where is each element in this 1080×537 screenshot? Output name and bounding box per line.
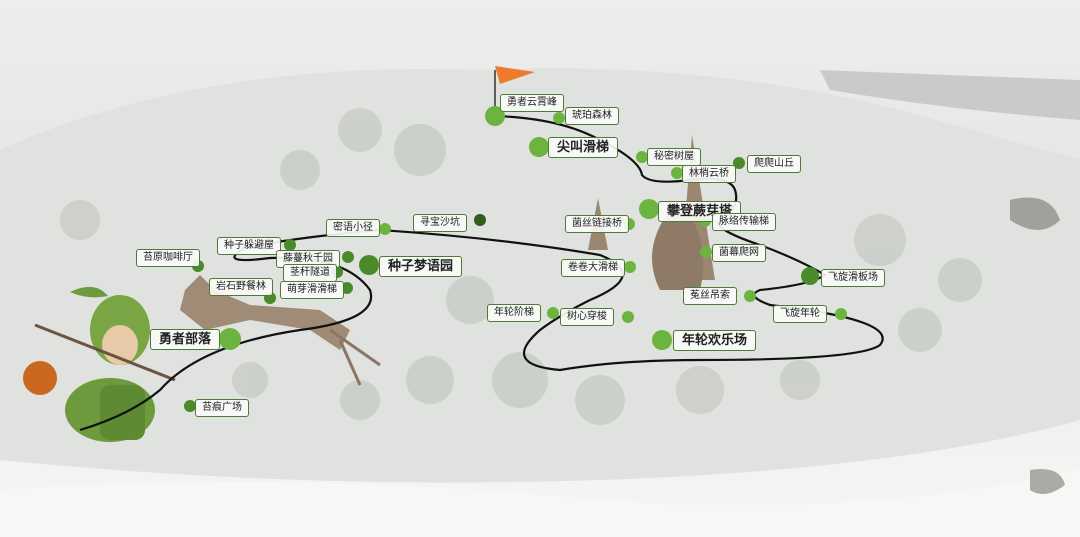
label-zhongzi-mengyuyuan[interactable]: 种子梦语园 <box>379 256 463 277</box>
marker-dot[interactable] <box>553 112 565 124</box>
marker-dot[interactable] <box>624 261 636 273</box>
label-yongzhe-buluo[interactable]: 勇者部落 <box>150 329 221 350</box>
label-juanjuan-dahuati[interactable]: 卷卷大滑梯 <box>561 259 625 277</box>
marker-dot[interactable] <box>284 239 296 251</box>
label-jianjiao-huati[interactable]: 尖叫滑梯 <box>548 137 619 158</box>
marker-dot[interactable] <box>801 267 819 285</box>
label-miyu-xiaojing[interactable]: 密语小径 <box>326 219 380 237</box>
marker-dot[interactable] <box>652 330 672 350</box>
marker-dot[interactable] <box>379 223 391 235</box>
marker-dot[interactable] <box>733 157 745 169</box>
marker-dot[interactable] <box>700 246 712 258</box>
marker-dot[interactable] <box>342 251 354 263</box>
marker-dot[interactable] <box>529 137 549 157</box>
label-nianlun-huanlechang[interactable]: 年轮欢乐场 <box>673 330 757 351</box>
label-hupo-senlin[interactable]: 琥珀森林 <box>565 107 619 125</box>
marker-dot[interactable] <box>744 290 756 302</box>
label-feixuan-huabanchang[interactable]: 飞旋滑板场 <box>821 269 885 287</box>
mascot-illustration <box>23 286 176 442</box>
label-xunbao-shakeng[interactable]: 寻宝沙坑 <box>413 214 467 232</box>
marker-dot[interactable] <box>622 311 634 323</box>
label-jinggan-suidao[interactable]: 茎秆隧道 <box>283 264 337 282</box>
marker-dot[interactable] <box>639 199 659 219</box>
label-junmu-pawang[interactable]: 菌幕爬网 <box>712 244 766 262</box>
label-papa-shanqiu[interactable]: 爬爬山丘 <box>747 155 801 173</box>
marker-dot[interactable] <box>671 167 683 179</box>
label-zhongzi-duobiwu[interactable]: 种子躲避屋 <box>217 237 281 255</box>
marker-dot[interactable] <box>835 308 847 320</box>
marker-dot[interactable] <box>219 328 241 350</box>
label-mailuo-chuanshuti[interactable]: 脉络传输梯 <box>712 213 776 231</box>
label-taiyuan-kafeiting[interactable]: 苔原咖啡厅 <box>136 249 200 267</box>
label-linshao-yunqiao[interactable]: 林梢云桥 <box>682 165 736 183</box>
label-junsi-lianjieqiao[interactable]: 菌丝链接桥 <box>565 215 629 233</box>
label-yongzhe-yunxiaofeng[interactable]: 勇者云霄峰 <box>500 94 564 112</box>
marker-dot[interactable] <box>474 214 486 226</box>
label-mengya-huahuati[interactable]: 萌芽滑滑梯 <box>280 281 344 299</box>
marker-dot[interactable] <box>547 307 559 319</box>
flag-icon <box>495 66 535 84</box>
label-mimi-shuwu[interactable]: 秘密树屋 <box>647 148 701 166</box>
marker-dot[interactable] <box>341 282 353 294</box>
marker-dot[interactable] <box>636 151 648 163</box>
label-tusi-diaosuo[interactable]: 菟丝吊索 <box>683 287 737 305</box>
label-taihen-guangchang[interactable]: 苔痕广场 <box>195 399 249 417</box>
label-shuxin-chuansuo[interactable]: 树心穿梭 <box>560 308 614 326</box>
label-nianlun-jieti[interactable]: 年轮阶梯 <box>487 304 541 322</box>
marker-dot[interactable] <box>184 400 196 412</box>
label-feixuan-nianlun[interactable]: 飞旋年轮 <box>773 305 827 323</box>
label-yanshi-yecanlin[interactable]: 岩石野餐林 <box>209 278 273 296</box>
marker-dot[interactable] <box>359 255 379 275</box>
